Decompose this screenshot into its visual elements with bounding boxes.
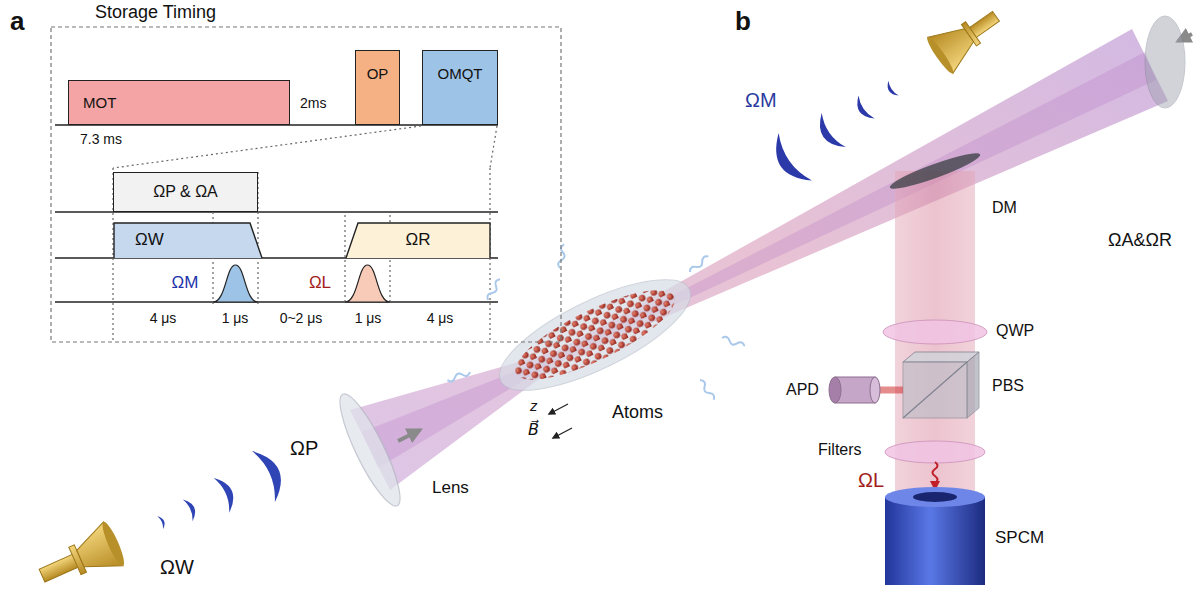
spcm-detector — [885, 497, 985, 585]
horn-antenna — [32, 520, 127, 595]
read-pulse: ΩR — [345, 222, 491, 258]
duration-label: 7.3 ms — [80, 131, 122, 148]
duration-label: 2ms — [300, 95, 326, 112]
op-stage: OP — [355, 50, 400, 125]
component-name: QWP — [996, 321, 1034, 340]
component-name: Filters — [818, 440, 862, 459]
wavefront — [884, 81, 899, 99]
atoms — [505, 274, 685, 396]
horn-mouth — [99, 520, 128, 568]
component-name: SPCM — [995, 528, 1044, 548]
scatter-wave — [558, 244, 567, 269]
scatter-wave — [688, 255, 710, 274]
wavefront — [157, 515, 167, 529]
block-label: ΩP & ΩA — [153, 182, 218, 201]
zoom-line — [490, 126, 497, 168]
block-label: ΩR — [406, 230, 431, 250]
field-arrow — [553, 428, 572, 438]
duration-label: 4 μs — [427, 310, 454, 327]
laser-beam — [350, 29, 1168, 490]
pbs-side — [967, 352, 979, 418]
microwave-wavefronts — [149, 444, 290, 548]
field-name: ΩP — [290, 436, 318, 460]
pulse-baseline — [55, 301, 498, 303]
component-name: Atoms — [612, 402, 663, 424]
duration-label: 1 μs — [222, 310, 249, 327]
pulse-shape — [114, 223, 262, 258]
wavefront — [852, 95, 875, 123]
component-name: DM — [992, 198, 1017, 217]
photon-arrow — [933, 462, 938, 489]
polarizing-beam-splitter — [903, 362, 967, 418]
component-name: Lens — [432, 478, 469, 498]
mot-stage: MOT — [68, 80, 290, 125]
wavefront — [214, 473, 240, 512]
duration-label: 4 μs — [150, 310, 177, 327]
timing-baselines — [55, 125, 498, 302]
panel-letter: a — [10, 6, 24, 37]
panel-letter: b — [735, 6, 751, 37]
component-name: APD — [786, 380, 819, 399]
dashed-frame — [51, 27, 561, 342]
zoom-line — [113, 126, 421, 168]
field-name: ΩA&ΩR — [1108, 230, 1172, 252]
wavefront — [183, 497, 199, 522]
quarter-wave-plate — [883, 320, 987, 344]
scatter-wave — [698, 379, 716, 402]
dichroic-mirror — [888, 148, 983, 194]
pbs-top — [903, 352, 979, 362]
horn-antenna — [924, 0, 1008, 76]
scatter-wave — [721, 336, 745, 349]
block-label: OP — [367, 65, 389, 83]
horn-mouth — [924, 35, 956, 76]
duration-label: 0~2 μs — [280, 310, 323, 327]
microwave-pulse — [213, 265, 258, 302]
apd-window — [870, 377, 880, 403]
wavefront — [811, 113, 845, 155]
axis-label: z — [530, 397, 538, 415]
input-plate — [1145, 16, 1185, 108]
field-name: ΩL — [858, 468, 884, 492]
atom-cloud — [486, 258, 705, 411]
field-name: ΩW — [160, 555, 194, 579]
pbs-diagonal — [903, 362, 967, 418]
axis-arrow — [549, 404, 568, 414]
axis-label: B⃗ — [528, 420, 539, 439]
lens — [330, 388, 410, 512]
panel-title: Storage Timing — [50, 2, 562, 24]
pulse-name: ΩM — [172, 273, 199, 293]
zoom-guides — [113, 126, 497, 340]
scatter-waves — [447, 244, 746, 401]
apd-end — [829, 377, 841, 403]
block-label: OMQT — [438, 65, 483, 83]
spcm-aperture — [913, 492, 957, 502]
pulse-shape — [346, 223, 490, 258]
scatter-wave — [447, 370, 471, 383]
component-name: PBS — [992, 376, 1024, 395]
field-name: ΩM — [745, 88, 777, 112]
optical-pulse — [345, 265, 390, 302]
write-pulse: ΩW — [113, 222, 263, 258]
pulse-name: ΩL — [309, 273, 331, 293]
filter — [885, 441, 985, 463]
block-label: ΩW — [135, 230, 164, 250]
microwave-wavefronts — [764, 64, 910, 190]
block-label: MOT — [83, 94, 116, 112]
spcm-top — [885, 487, 985, 507]
beam-direction-arrow — [398, 430, 420, 441]
duration-label: 1 μs — [355, 310, 382, 327]
time-marker — [344, 215, 345, 305]
wavefront — [764, 133, 812, 190]
scatter-wave — [486, 278, 502, 301]
wavefront — [252, 444, 290, 502]
timing-frame: Storage TimingMOT OP OMQT ΩP & ΩA ΩW ΩR — [50, 2, 562, 344]
pulse-box: ΩP & ΩA — [113, 172, 258, 212]
omqt-stage: OMQT — [422, 50, 498, 125]
